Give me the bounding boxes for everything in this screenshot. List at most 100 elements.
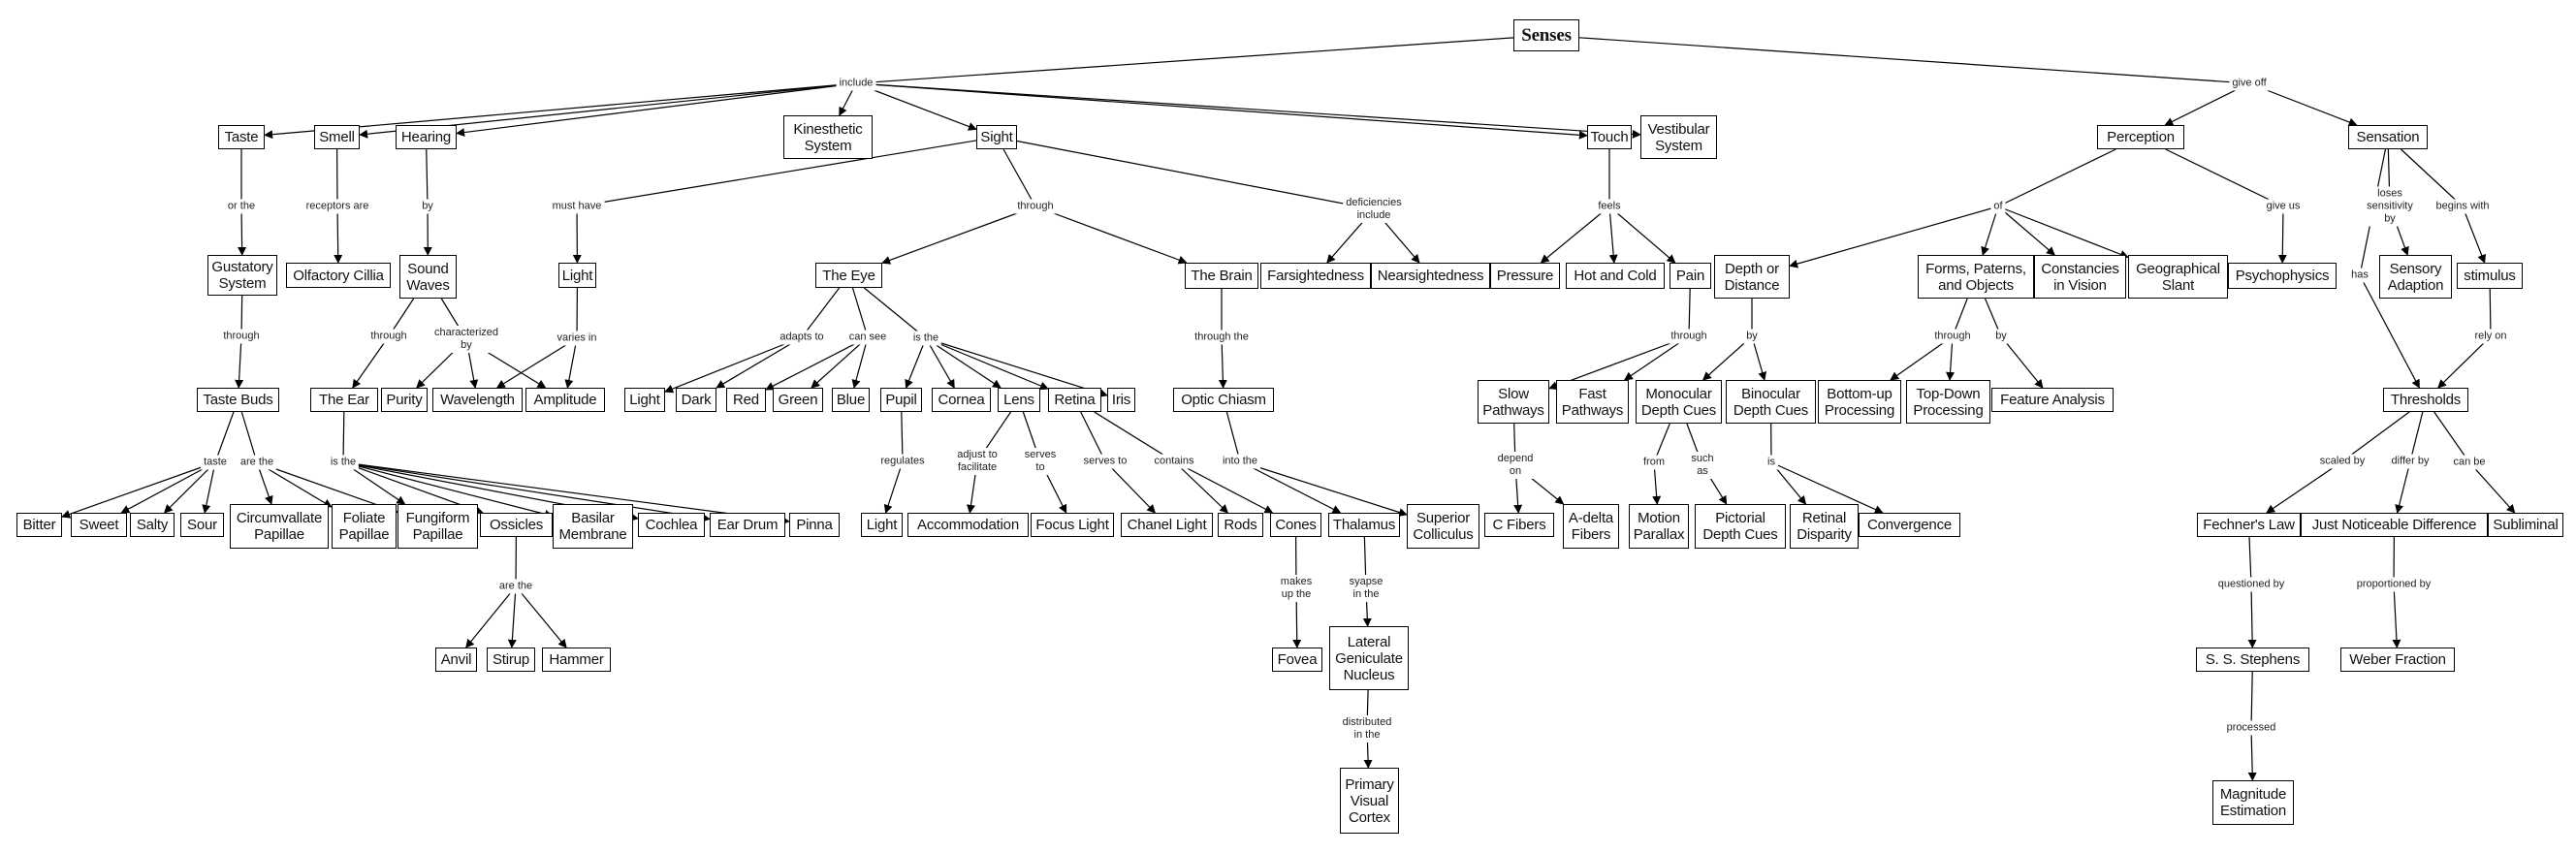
link-label-isthe_ear[interactable]: is the	[327, 455, 360, 470]
concept-node-thresholds[interactable]: Thresholds	[2383, 388, 2468, 412]
link-label-cansee[interactable]: can see	[845, 330, 890, 345]
concept-node-pictorial[interactable]: Pictorial Depth Cues	[1695, 504, 1786, 549]
concept-node-tastebuds[interactable]: Taste Buds	[197, 388, 279, 412]
link-label-giveus[interactable]: give us	[2263, 199, 2304, 214]
concept-node-blue[interactable]: Blue	[832, 388, 870, 412]
link-label-intothe[interactable]: into the	[1219, 454, 1261, 469]
link-label-deficiencies[interactable]: deficiencies include	[1343, 196, 1405, 223]
link-label-by_forms[interactable]: by	[1992, 329, 2010, 344]
concept-node-soundwaves[interactable]: Sound Waves	[399, 255, 457, 299]
link-label-differby[interactable]: differ by	[2388, 454, 2433, 469]
concept-node-cornea[interactable]: Cornea	[932, 388, 991, 412]
concept-node-forms[interactable]: Forms, Paterns, and Objects	[1918, 255, 2034, 299]
link-label-isthe_eye[interactable]: is the	[909, 331, 942, 346]
link-label-proportioned[interactable]: proportioned by	[2353, 577, 2434, 592]
concept-node-thebrain[interactable]: The Brain	[1185, 263, 1258, 289]
concept-node-eardrum[interactable]: Ear Drum	[710, 513, 785, 537]
concept-node-hotcold[interactable]: Hot and Cold	[1566, 263, 1665, 289]
link-label-adjust[interactable]: adjust to facilitate	[954, 448, 1001, 475]
concept-node-iris[interactable]: Iris	[1107, 388, 1135, 412]
link-label-loses[interactable]: loses sensitivity by	[2364, 186, 2416, 227]
link-label-contains[interactable]: contains	[1151, 454, 1197, 469]
concept-node-weber[interactable]: Weber Fraction	[2340, 648, 2455, 672]
concept-node-stirup[interactable]: Stirup	[487, 648, 535, 672]
concept-node-constancies[interactable]: Constancies in Vision	[2034, 255, 2126, 299]
link-label-makesup[interactable]: makes up the	[1277, 575, 1316, 602]
concept-node-green[interactable]: Green	[773, 388, 823, 412]
concept-node-amplitude[interactable]: Amplitude	[525, 388, 605, 412]
link-label-regulates[interactable]: regulates	[877, 454, 928, 469]
concept-node-pupil[interactable]: Pupil	[880, 388, 922, 412]
concept-node-sour[interactable]: Sour	[180, 513, 224, 537]
link-label-servesto_lens[interactable]: serves to	[1021, 448, 1060, 475]
concept-node-feature[interactable]: Feature Analysis	[1991, 388, 2114, 412]
concept-node-monocular[interactable]: Monocular Depth Cues	[1636, 380, 1722, 424]
concept-node-lgn[interactable]: Lateral Geniculate Nucleus	[1329, 626, 1409, 690]
concept-node-gustatory[interactable]: Gustatory System	[207, 255, 277, 296]
link-label-adaptsto[interactable]: adapts to	[777, 330, 827, 345]
concept-node-rods[interactable]: Rods	[1218, 513, 1263, 537]
concept-node-bitter[interactable]: Bitter	[16, 513, 62, 537]
concept-node-cfibers[interactable]: C Fibers	[1484, 513, 1554, 537]
concept-node-binocular[interactable]: Binocular Depth Cues	[1726, 380, 1816, 424]
link-label-syapse[interactable]: syapse in the	[1346, 575, 1386, 602]
concept-node-accommodation[interactable]: Accommodation	[907, 513, 1029, 537]
concept-node-perception[interactable]: Perception	[2097, 125, 2184, 149]
concept-node-fovea[interactable]: Fovea	[1272, 648, 1322, 672]
concept-node-stimulus[interactable]: stimulus	[2457, 263, 2523, 289]
link-label-has[interactable]: has	[2348, 268, 2371, 283]
link-label-depend[interactable]: depend on	[1494, 452, 1537, 479]
concept-node-convergence[interactable]: Convergence	[1859, 513, 1960, 537]
link-label-variesin[interactable]: varies in	[554, 331, 600, 346]
concept-node-retinal[interactable]: Retinal Disparity	[1790, 504, 1859, 549]
concept-node-thalamus[interactable]: Thalamus	[1328, 513, 1400, 537]
concept-node-slowpath[interactable]: Slow Pathways	[1478, 380, 1549, 424]
link-label-scaledby[interactable]: scaled by	[2316, 454, 2369, 469]
concept-node-cones[interactable]: Cones	[1270, 513, 1321, 537]
concept-node-olfactory[interactable]: Olfactory Cillia	[286, 263, 391, 288]
link-label-by_hearing[interactable]: by	[419, 199, 436, 214]
concept-node-bottomup[interactable]: Bottom-up Processing	[1818, 380, 1901, 424]
concept-node-pvc[interactable]: Primary Visual Cortex	[1340, 768, 1399, 834]
concept-node-foliate[interactable]: Foliate Papillae	[332, 504, 397, 549]
concept-node-pinna[interactable]: Pinna	[789, 513, 840, 537]
link-label-throughthe_brain[interactable]: through the	[1192, 330, 1252, 345]
concept-node-vestibular[interactable]: Vestibular System	[1640, 115, 1717, 159]
concept-node-depth[interactable]: Depth or Distance	[1714, 255, 1790, 299]
concept-node-sensoryadapt[interactable]: Sensory Adaption	[2379, 255, 2452, 299]
concept-node-sensation[interactable]: Sensation	[2348, 125, 2428, 149]
concept-node-salty[interactable]: Salty	[130, 513, 175, 537]
link-label-taste[interactable]: taste	[201, 455, 230, 470]
concept-node-fastpath[interactable]: Fast Pathways	[1556, 380, 1629, 424]
link-label-questioned[interactable]: questioned by	[2214, 577, 2288, 592]
concept-node-superior[interactable]: Superior Colliculus	[1407, 504, 1479, 549]
concept-node-purity[interactable]: Purity	[381, 388, 428, 412]
concept-node-theear[interactable]: The Ear	[310, 388, 378, 412]
concept-node-circumvallate[interactable]: Circumvallate Papillae	[230, 504, 329, 549]
concept-node-basilar[interactable]: Basilar Membrane	[553, 504, 633, 549]
concept-node-wavelength[interactable]: Wavelength	[432, 388, 523, 412]
link-label-arethe_oss[interactable]: are the	[495, 579, 536, 594]
link-label-include[interactable]: include	[836, 76, 876, 91]
link-label-through_sight[interactable]: through	[1014, 199, 1057, 214]
concept-node-dark[interactable]: Dark	[676, 388, 716, 412]
concept-node-taste[interactable]: Taste	[218, 125, 265, 149]
concept-node-retina[interactable]: Retina	[1048, 388, 1101, 412]
concept-node-pain[interactable]: Pain	[1670, 263, 1711, 289]
link-label-relyon[interactable]: rely on	[2471, 329, 2510, 344]
concept-node-fungiform[interactable]: Fungiform Papillae	[398, 504, 478, 549]
concept-node-subliminal[interactable]: Subliminal	[2488, 513, 2563, 537]
link-label-through_gust[interactable]: through	[220, 329, 263, 344]
concept-node-pressure[interactable]: Pressure	[1490, 263, 1560, 289]
concept-node-touch[interactable]: Touch	[1587, 125, 1632, 149]
concept-node-hammer[interactable]: Hammer	[542, 648, 611, 672]
link-label-orthe[interactable]: or the	[224, 199, 259, 214]
concept-node-light3[interactable]: Light	[861, 513, 903, 537]
link-label-receptors[interactable]: receptors are	[302, 199, 372, 214]
link-label-from[interactable]: from	[1640, 455, 1668, 470]
link-label-distributed[interactable]: distributed in the	[1339, 715, 1395, 742]
concept-node-psychophysics[interactable]: Psychophysics	[2228, 263, 2337, 289]
link-label-through_pain[interactable]: through	[1668, 329, 1710, 344]
concept-node-light1[interactable]: Light	[558, 263, 596, 288]
concept-node-motion[interactable]: Motion Parallax	[1629, 504, 1689, 549]
